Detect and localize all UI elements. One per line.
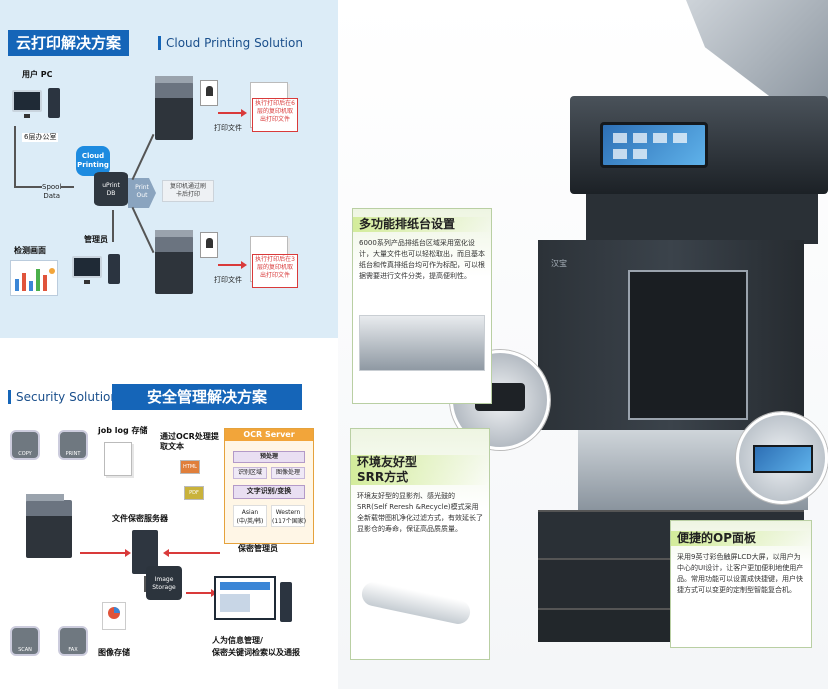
job-log-document-icon (104, 442, 132, 476)
feature-srr-title-2: SRR方式 (351, 470, 489, 485)
admin-monitor-icon (72, 256, 102, 284)
cloud-icon: Cloud Printing (76, 146, 110, 176)
keyword-search-label: 保密关键词检索以及通报 (212, 648, 300, 657)
feature-op-panel: 便捷的OP面板 采用9英寸彩色触屏LCD大屏，以用户为中心的UI设计，让客户更加… (670, 520, 812, 648)
feature-srr-text: 环境友好型的显影剂、感光鼓的SRR(Self Reresh &Recycle)模… (357, 492, 483, 533)
western-lang: Western (117个国家) (271, 505, 306, 527)
user-pc-label: 用户 PC (22, 70, 53, 79)
print-icon: PRINT (58, 430, 88, 460)
security-solution-panel: Security Solution 安全管理解决方案 COPY PRINT jo… (0, 344, 338, 689)
document-feeder-lid (686, 0, 828, 105)
product-showcase: 汉宝 多功能排纸台设置 6000系列产品排纸台区域采用宽化设计，大量文件也可以轻… (338, 0, 828, 689)
card-print-note: 复印机通过刷 卡后打印 (162, 180, 214, 202)
brand-label: 汉宝 (551, 259, 567, 268)
feature-tray: 多功能排纸台设置 6000系列产品排纸台区域采用宽化设计，大量文件也可以轻松取出… (352, 208, 492, 404)
tray-photo (359, 315, 485, 371)
output-tray-area (586, 194, 818, 244)
note-3f: 执行打印后在3层的复印机取出打印文件 (252, 254, 298, 288)
asian-lang: Asian (中/英/韩) (233, 505, 267, 527)
feature-tray-title: 多功能排纸台设置 (353, 217, 491, 232)
spool-data-label: Spool Data (42, 183, 62, 201)
monitor-chart-thumbnail (10, 260, 58, 296)
admin-label: 管理员 (84, 235, 108, 244)
personal-info-label: 人为信息管理/ (212, 636, 263, 645)
cloud-title-zh: 云打印解决方案 (8, 30, 130, 56)
ocr-server-box: OCR Server 预处理 识别区域 图像处理 文字识别/变换 Asian (… (224, 428, 314, 544)
database-icon: uPrint DB (94, 172, 128, 206)
open-front-panel (628, 270, 748, 420)
feature-op-title: 便捷的OP面板 (671, 531, 811, 546)
recog-area-step: 识别区域 (233, 467, 267, 479)
security-title-zh: 安全管理解决方案 (112, 384, 302, 410)
id-card-icon (200, 80, 218, 106)
cloud-printing-panel: 云打印解决方案 Cloud Printing Solution 用户 PC 6层… (0, 0, 338, 338)
office-6f-label: 6层办公室 (22, 133, 59, 142)
html-tag: HTML (180, 460, 200, 474)
image-store-label: 图像存储 (98, 648, 130, 657)
print-out-arrow: Print Out (128, 178, 156, 208)
toner-cartridge-image (359, 579, 473, 627)
fax-icon: FAX (58, 626, 88, 656)
feature-tray-text: 6000系列产品排纸台区域采用宽化设计，大量文件也可以轻松取出，而且基本纸台和传… (359, 239, 485, 280)
ocr-server-title: OCR Server (225, 429, 313, 441)
copier-3f-icon (155, 230, 193, 294)
personal-info-tower-icon (280, 582, 292, 622)
text-recog-step: 文字识别/变换 (233, 485, 305, 499)
monitor-screen-label: 检测画面 (14, 246, 46, 255)
copy-icon: COPY (10, 430, 40, 460)
personal-info-monitor-icon (214, 576, 276, 620)
admin-tower-icon (108, 254, 120, 284)
feature-srr: 环境友好型 SRR方式 环境友好型的显影剂、感光鼓的SRR(Self Reres… (350, 428, 490, 660)
print-file-label-2: 打印文件 (214, 276, 242, 284)
note-6f: 执行打印后在6层的复印机取出打印文件 (252, 98, 298, 132)
cloud-title-en: Cloud Printing Solution (158, 36, 303, 50)
feature-srr-title-1: 环境友好型 (351, 455, 489, 470)
image-storage-icon: Image Storage (146, 566, 182, 600)
preprocess-step: 预处理 (233, 451, 305, 463)
ocr-extract-label: 通过OCR处理提取文本 (160, 432, 219, 451)
mfp-copier-icon (26, 494, 72, 558)
op-touch-panel (600, 122, 708, 168)
image-store-document-icon (102, 602, 126, 630)
image-proc-step: 图像处理 (271, 467, 305, 479)
op-panel-zoom-circle (736, 412, 828, 504)
pc-monitor-icon (12, 90, 42, 118)
security-title-en: Security Solution (8, 390, 118, 404)
scan-icon: SCAN (10, 626, 40, 656)
copier-6f-icon (155, 76, 193, 140)
security-admin-label: 保密管理员 (238, 544, 278, 553)
pc-tower-icon (48, 88, 60, 118)
file-server-label: 文件保密服务器 (112, 514, 168, 523)
job-log-label: job log 存储 (98, 426, 148, 435)
print-file-label-1: 打印文件 (214, 124, 242, 132)
pdf-tag: PDF (184, 486, 204, 500)
feature-op-text: 采用9英寸彩色触屏LCD大屏，以用户为中心的UI设计，让客户更加便利地使用产品。… (677, 553, 804, 594)
id-card-icon-2 (200, 232, 218, 258)
